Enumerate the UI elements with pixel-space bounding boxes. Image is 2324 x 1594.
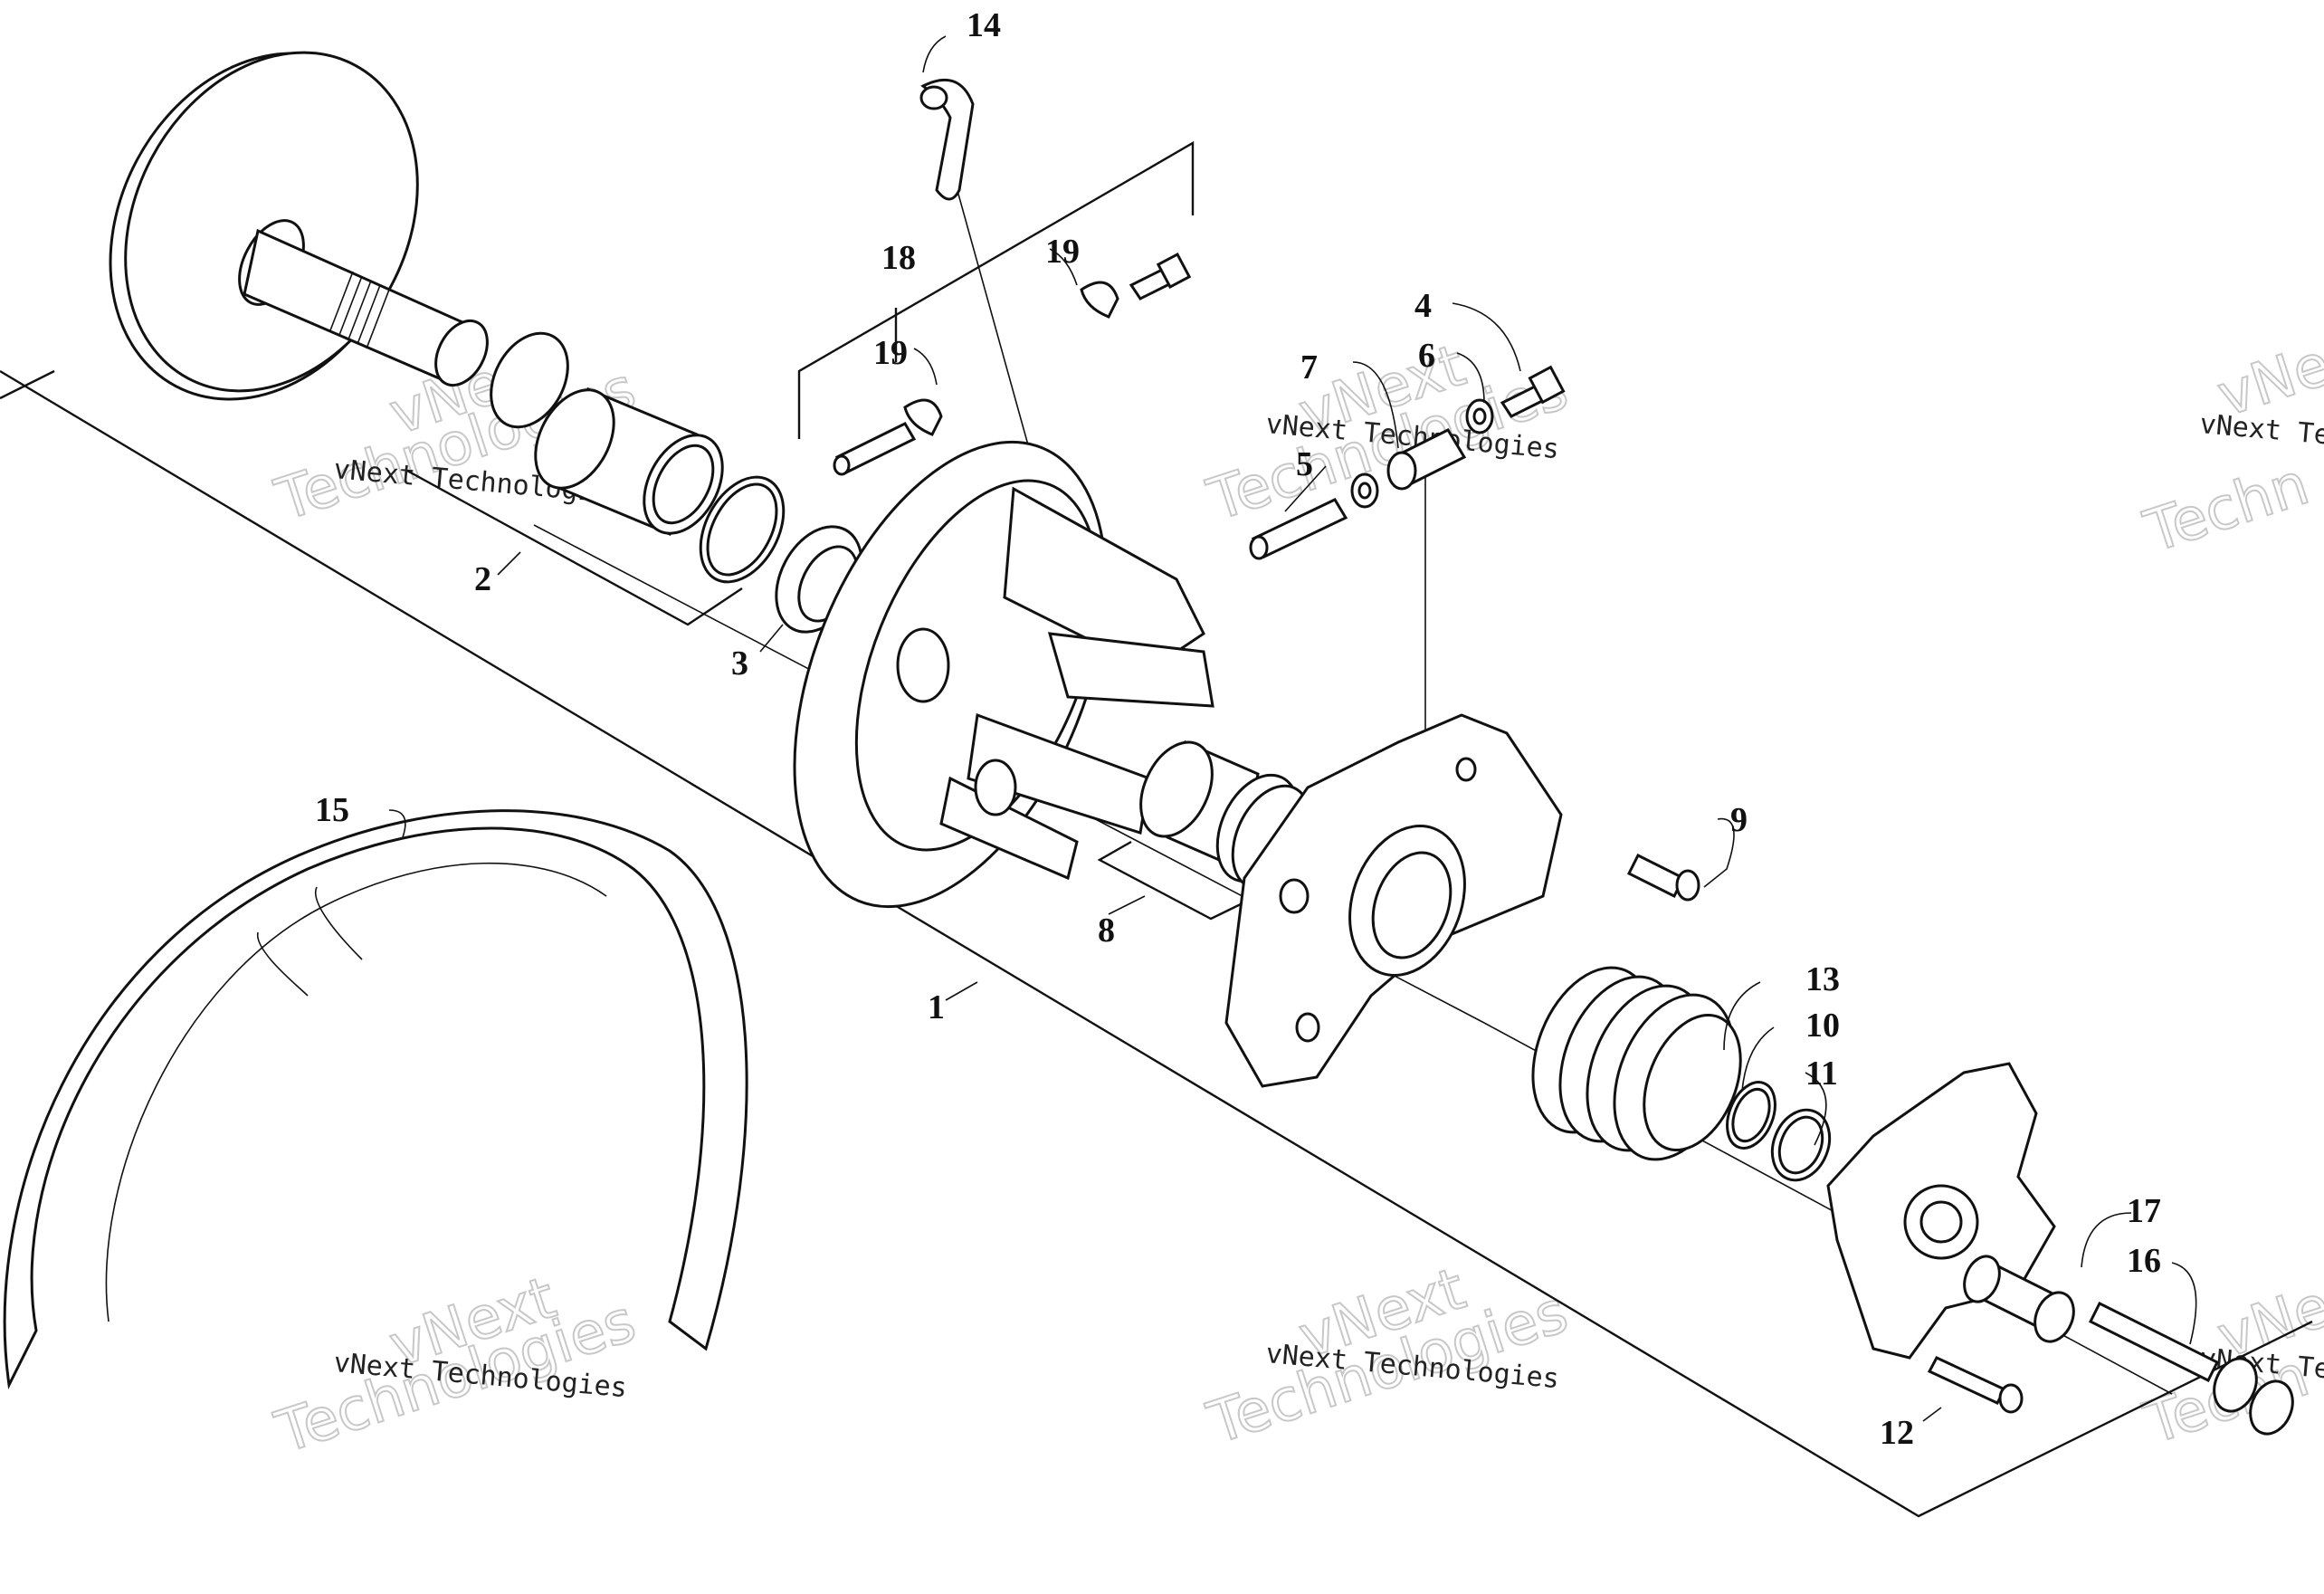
bushing-part-7 [1386,428,1467,491]
threaded-rod-part-16 [2088,1301,2294,1436]
callout-14: 14 [967,6,1001,44]
callout-10: 10 [1805,1007,1840,1045]
seal-ring-part [699,475,786,584]
pin-part-5 [1249,498,1348,560]
bolt-part-12 [1927,1356,2024,1414]
bushing-part-17 [1963,1255,2075,1343]
watermark-bottom-left: vNext Technologies vNext Technologies [267,1264,644,1467]
screw-part-19b [1129,252,1192,301]
callout-13: 13 [1805,960,1840,998]
assembly-bracket-1 [0,369,2313,1518]
callout-15: 15 [315,791,349,829]
callout-3: 3 [731,644,748,682]
callout-7: 7 [1300,348,1318,387]
callout-16: 16 [2127,1242,2161,1280]
callout-12: 12 [1880,1414,1914,1452]
fixed-sheave-part [109,51,489,401]
thread-lines [329,271,390,349]
pin-part-19a [833,422,917,476]
callout-18: 18 [881,239,916,277]
callout-6: 6 [1418,337,1435,375]
callout-8: 8 [1098,912,1115,950]
svg-text:vNext Tec: vNext Tec [2198,408,2324,453]
callout-1: 1 [928,988,945,1026]
leader-lines [388,35,2197,1422]
spring-part-13 [1531,966,1742,1161]
callout-2: 2 [474,560,491,598]
callout-11: 11 [1805,1055,1838,1093]
clip-part-19a [903,398,943,436]
watermark-top-center: vNext Technologies vNext Technologies [1199,331,1576,535]
bushing-part [490,331,724,537]
snap-ring-part-10 [1726,1081,1776,1150]
ring-part-11 [1770,1108,1832,1182]
washer-part-6 [1465,398,1494,434]
svg-text:Techn: Techn [2137,451,2317,567]
callout-4: 4 [1414,287,1432,325]
assembly-bracket-2 [406,469,743,626]
movable-sheave-part [793,440,1214,909]
watermark-top-right: vNex Techn vNext Tec [2136,320,2324,568]
screw-part-4 [1500,365,1566,418]
bolt-part-9 [1626,853,1700,902]
callout-17: 17 [2127,1192,2161,1230]
washer-part-5 [1350,472,1379,509]
clip-part-19b [1080,281,1119,319]
cam-arm-part [919,78,975,201]
spider-cover-part [1224,713,1563,1088]
drive-belt-part [3,809,748,1389]
watermark-bottom-center: vNext Technologies vNext Technologies [1199,1255,1576,1458]
callout-19-upper: 19 [1045,233,1080,271]
assembly-bracket-18 [797,140,1195,439]
callout-9: 9 [1730,801,1748,839]
callout-19-lower: 19 [873,334,908,372]
callout-5: 5 [1296,445,1313,483]
